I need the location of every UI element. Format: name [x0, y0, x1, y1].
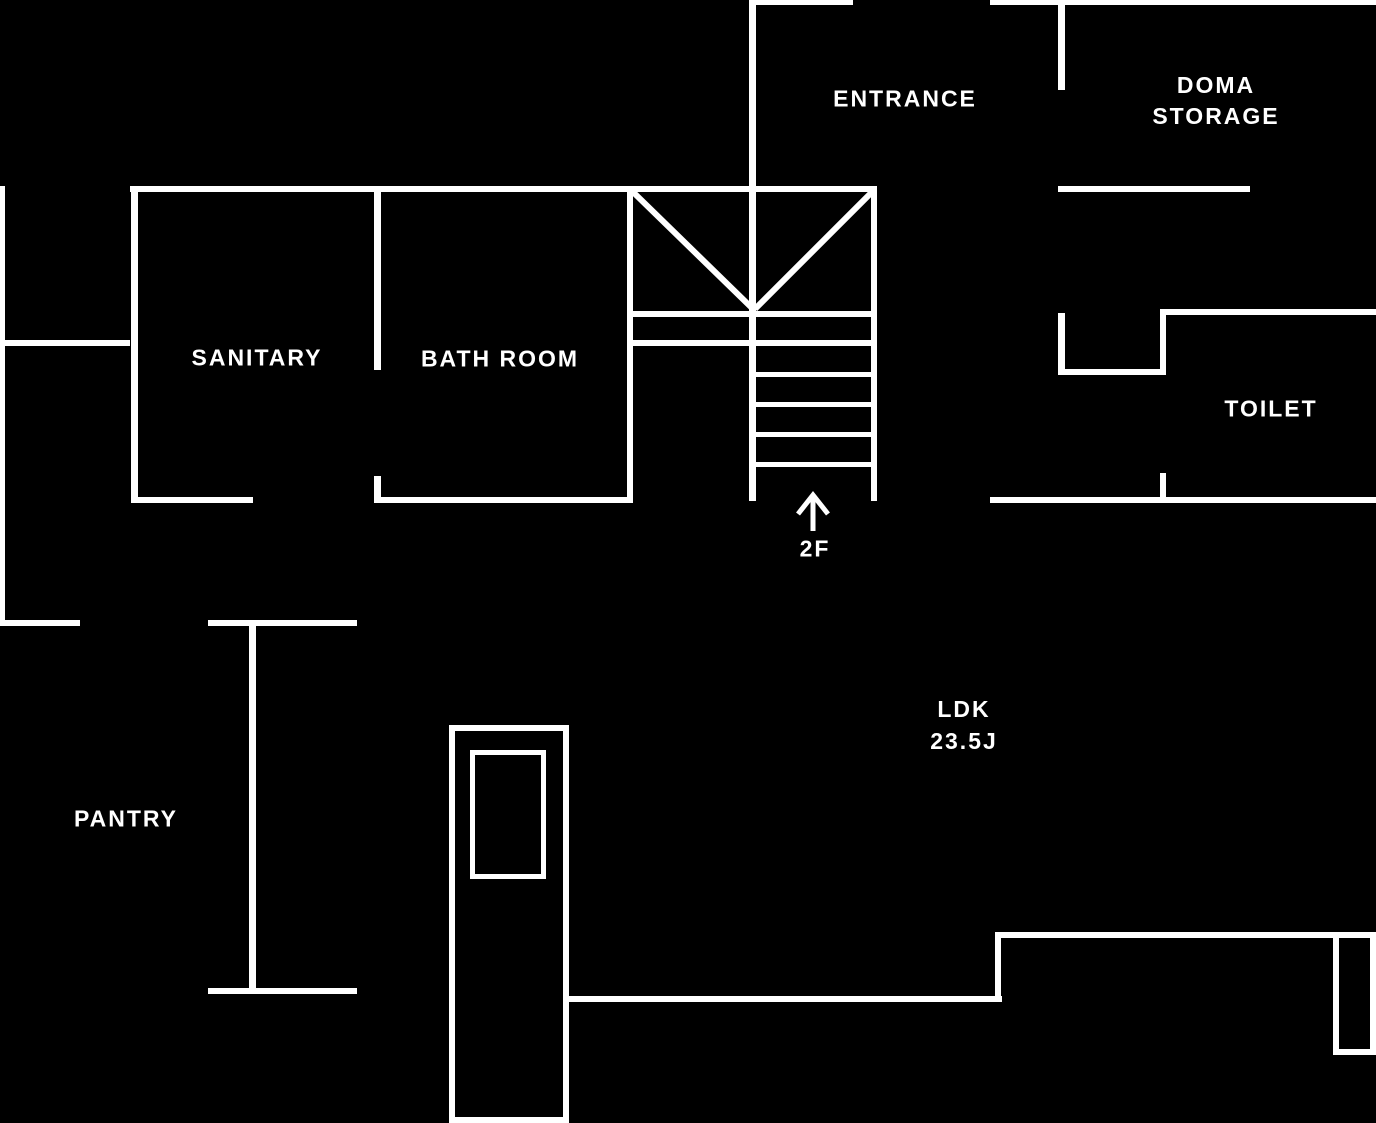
stair-diagonal-line — [630, 189, 756, 312]
wall-segment — [752, 462, 877, 467]
wall-segment — [1058, 313, 1065, 375]
wall-segment — [1160, 309, 1166, 375]
wall-segment — [1370, 935, 1376, 1055]
wall-segment — [249, 623, 256, 991]
wall-segment — [131, 186, 138, 503]
kitchen-sink — [470, 750, 546, 879]
room-label-pantry: PANTRY — [74, 805, 178, 832]
wall-segment — [1160, 473, 1166, 503]
wall-segment — [1058, 186, 1250, 192]
wall-segment — [749, 0, 756, 501]
wall-segment — [871, 186, 877, 501]
wall-segment — [208, 988, 357, 994]
stair-diagonal-line — [752, 189, 875, 312]
wall-segment — [563, 996, 1002, 1002]
wall-segment — [0, 340, 130, 346]
room-label-toilet: TOILET — [1224, 395, 1318, 422]
kitchen-counter — [449, 725, 569, 1123]
wall-segment — [208, 620, 357, 626]
room-label-doma-storage: DOMA STORAGE — [1152, 72, 1280, 129]
room-label-bath-room: BATH ROOM — [420, 345, 580, 372]
wall-segment — [1333, 1049, 1376, 1055]
room-label-entrance: ENTRANCE — [833, 85, 977, 112]
room-label-sanitary: SANITARY — [191, 344, 323, 371]
wall-segment — [990, 0, 1376, 5]
wall-segment — [374, 497, 633, 503]
wall-segment — [995, 932, 1376, 938]
wall-segment — [749, 0, 853, 5]
stairs-up-arrow-icon — [796, 490, 830, 531]
wall-segment — [1333, 935, 1339, 1055]
wall-segment — [374, 476, 381, 503]
wall-segment — [1160, 309, 1376, 315]
wall-segment — [752, 402, 877, 407]
wall-segment — [1058, 369, 1165, 375]
wall-segment — [627, 186, 633, 501]
room-label-ldk: LDK 23.5J — [930, 696, 998, 754]
wall-segment — [374, 192, 381, 370]
stairs-direction-label: 2F — [799, 535, 831, 562]
wall-segment — [0, 620, 80, 626]
wall-segment — [131, 497, 253, 503]
wall-segment — [990, 497, 1376, 503]
wall-segment — [130, 186, 877, 192]
wall-segment — [0, 186, 5, 626]
wall-segment — [995, 932, 1001, 1002]
wall-segment — [752, 372, 877, 377]
wall-segment — [752, 432, 877, 437]
wall-segment — [1058, 3, 1065, 90]
